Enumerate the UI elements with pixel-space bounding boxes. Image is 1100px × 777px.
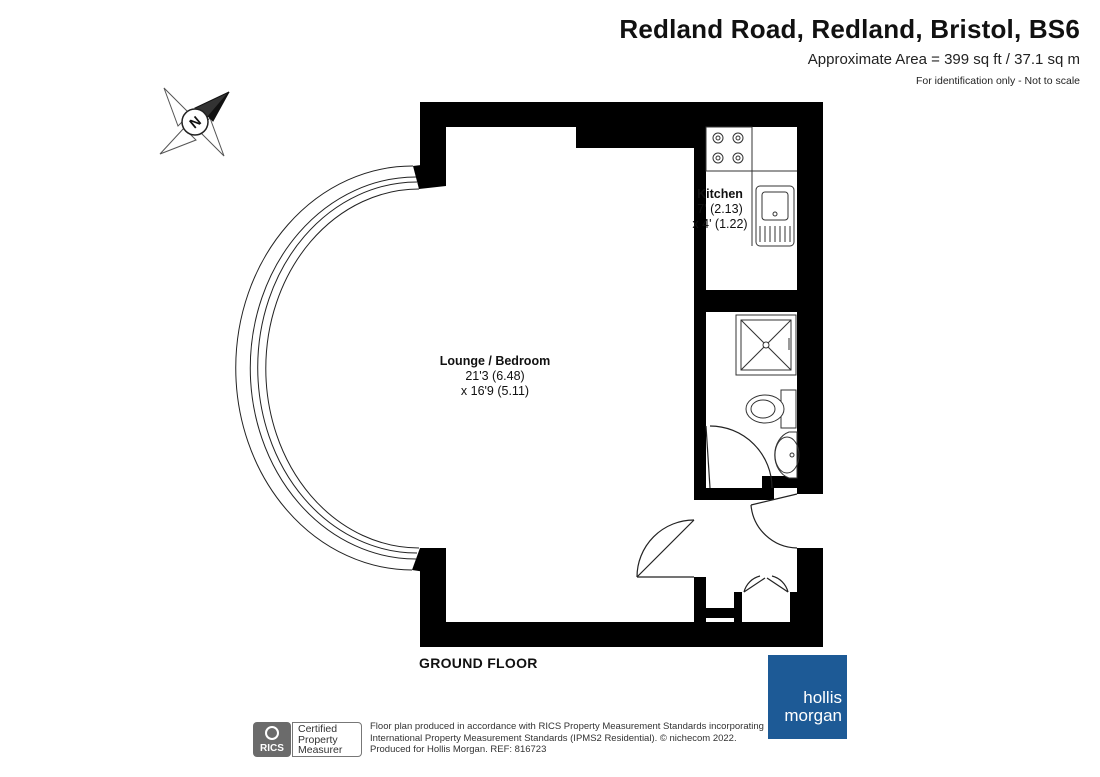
sink-icon [755, 185, 795, 247]
room-label-kitchen: Kitchen 7' (2.13) x 4' (1.22) [681, 187, 759, 232]
toilet-icon [745, 389, 797, 429]
logo-line-hollis: hollis [803, 688, 842, 707]
property-address: Redland Road, Redland, Bristol, BS6 [619, 14, 1080, 44]
kitchen-counter [751, 127, 797, 246]
lounge-name: Lounge / Bedroom [439, 354, 551, 368]
certified-line-3: Measurer [298, 744, 343, 756]
exterior-walls [412, 102, 823, 647]
certified-line-1: Certified [298, 723, 338, 735]
footnote-line-1: Floor plan produced in accordance with R… [370, 721, 764, 732]
compass-rose-icon: N [159, 87, 230, 157]
approximate-area: Approximate Area = 399 sq ft / 37.1 sq m [807, 51, 1080, 68]
hob-icon [705, 126, 753, 172]
interior-walls [694, 102, 823, 647]
footnote-line-2: International Property Measurement Stand… [370, 732, 737, 744]
shower-tray-icon [735, 314, 797, 376]
door-swings [636, 425, 798, 593]
rics-globe-icon [265, 726, 279, 740]
kitchen-dimension-width: x 4' (1.22) [692, 217, 748, 231]
certified-line-2: Property [298, 733, 338, 746]
rics-badge-text: RICS [260, 743, 284, 754]
rics-footnote: Floor plan produced in accordance with R… [370, 721, 770, 756]
footnote-line-3: Produced for Hollis Morgan. REF: 816723 [370, 744, 547, 755]
room-label-lounge: Lounge / Bedroom 21'3 (6.48) x 16'9 (5.1… [420, 354, 570, 399]
floor-level-label: GROUND FLOOR [419, 655, 538, 671]
bay-window [235, 165, 420, 571]
lounge-dimension-length: 21'3 (6.48) [465, 369, 525, 383]
lounge-dimension-width: x 16'9 (5.11) [460, 384, 530, 398]
identification-note: For identification only - Not to scale [916, 75, 1080, 87]
kitchen-name: Kitchen [697, 187, 743, 201]
basin-icon [774, 431, 800, 479]
kitchen-dimension-length: 7' (2.13) [697, 202, 743, 216]
rics-logo: RICS [253, 722, 291, 757]
logo-line-morgan: morgan [784, 706, 842, 725]
hollis-morgan-logo: hollis morgan [768, 655, 847, 739]
certified-measurer-badge: Certified Property Measurer [292, 722, 362, 757]
